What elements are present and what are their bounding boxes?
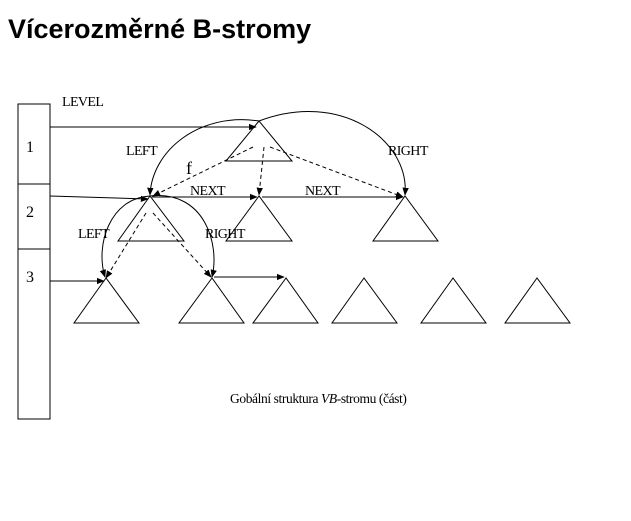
level-1-label: 1 (26, 139, 34, 156)
node-l3-f-triangle (504, 277, 571, 324)
label-next-2: NEXT (305, 184, 341, 199)
right-arc-mid (149, 195, 217, 278)
left-arc-root (147, 119, 260, 196)
level-column (17, 103, 51, 420)
level-3-label: 3 (26, 269, 34, 286)
node-l3-e-triangle (420, 277, 487, 324)
dashed-root-to-b (256, 146, 265, 196)
node-l3-d-triangle (331, 277, 398, 324)
level2-pointer-arrow (49, 195, 149, 202)
dashed-a-to-l3a (105, 212, 147, 279)
label-left-top: LEFT (126, 144, 158, 159)
label-left-mid: LEFT (78, 227, 110, 242)
label-next-1: NEXT (190, 184, 226, 199)
node-l3-a-triangle (73, 277, 140, 324)
label-f: f (186, 158, 192, 178)
node-l2-b-triangle (225, 195, 293, 242)
page-title: Vícerozměrné B-stromy (8, 14, 312, 44)
dashed-root-to-a (152, 146, 254, 197)
diagram-caption: Gobální struktura VB-stromu (část) (230, 391, 407, 406)
node-l2-c-triangle (372, 195, 439, 242)
node-l3-b-triangle (178, 277, 245, 324)
level-2-label: 2 (26, 204, 34, 221)
left-arc-mid (99, 195, 151, 278)
label-right-top: RIGHT (388, 144, 429, 159)
dashed-a-to-l3b (152, 212, 212, 278)
label-right-mid: RIGHT (205, 227, 246, 242)
node-l3-c-triangle (252, 277, 319, 324)
right-arc-root (258, 111, 409, 196)
dashed-root-to-c (269, 146, 404, 198)
node-l2-a-triangle (117, 195, 186, 242)
level-header: LEVEL (62, 95, 103, 110)
node-root-triangle (224, 120, 294, 162)
